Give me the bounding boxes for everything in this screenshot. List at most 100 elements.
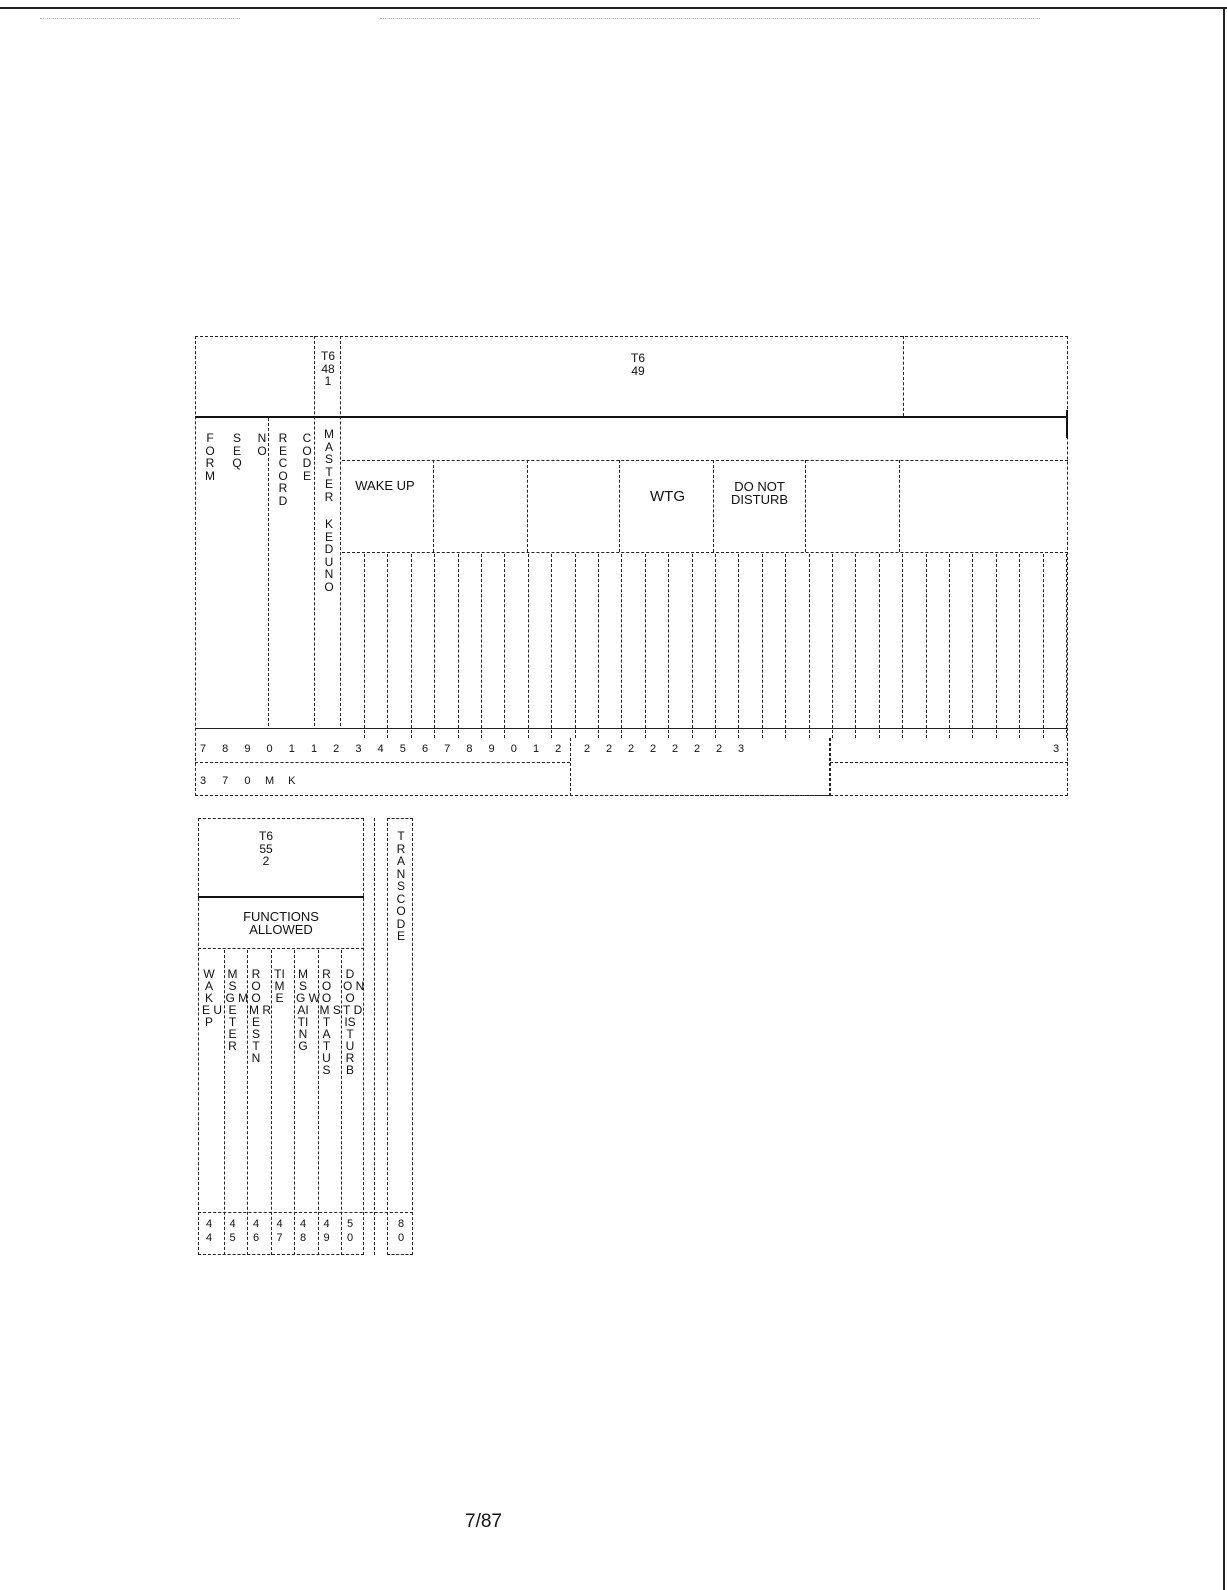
col-code: CODE bbox=[302, 431, 312, 483]
position-row-top bbox=[195, 728, 1068, 729]
divider bbox=[340, 336, 341, 726]
position-number: M bbox=[265, 775, 275, 787]
position-number: 4 bbox=[377, 743, 384, 755]
function-column-label: ROOM RESTN bbox=[249, 967, 271, 1065]
position-number: 9 bbox=[323, 1232, 330, 1244]
col-seq: SEQ bbox=[232, 431, 242, 470]
page-right-border bbox=[1223, 7, 1225, 1590]
function-column-label: MSG WAITING bbox=[296, 967, 320, 1053]
position-number: 8 bbox=[222, 743, 229, 755]
group-row-top bbox=[342, 460, 1068, 461]
field-divider bbox=[761, 554, 763, 738]
position-number: 6 bbox=[421, 743, 429, 755]
position-number: 9 bbox=[488, 743, 495, 755]
position-number: 3 bbox=[199, 775, 207, 787]
group-do-not-disturb: DO NOT DISTURB bbox=[730, 479, 789, 507]
divider bbox=[268, 418, 269, 726]
divider bbox=[433, 460, 434, 552]
scan-noise bbox=[380, 18, 1040, 20]
scan-noise bbox=[40, 18, 240, 20]
function-divider bbox=[294, 950, 295, 1255]
field-divider bbox=[644, 554, 646, 738]
field-divider bbox=[715, 554, 716, 738]
field-divider bbox=[972, 554, 974, 738]
position-number: 1 bbox=[532, 743, 540, 755]
position-number: 0 bbox=[244, 775, 251, 787]
position-number: 1 bbox=[310, 743, 318, 755]
field-divider bbox=[1066, 554, 1067, 738]
position-number: 4 bbox=[299, 1218, 307, 1230]
function-column-label: TIME bbox=[274, 967, 285, 1005]
position-number: 8 bbox=[466, 743, 473, 755]
position-number: 4 bbox=[323, 1218, 330, 1230]
position-number: 2 bbox=[555, 743, 562, 755]
group-wtg: WTG bbox=[650, 488, 685, 505]
function-divider bbox=[270, 950, 272, 1255]
divider bbox=[713, 460, 714, 552]
functions-row bbox=[198, 948, 364, 949]
field-divider bbox=[995, 554, 997, 738]
position-number: 4 bbox=[205, 1232, 213, 1244]
field-divider bbox=[621, 554, 623, 738]
divider bbox=[903, 336, 904, 416]
blank-position-box bbox=[830, 738, 1068, 796]
function-column-label: MSG METER bbox=[225, 967, 249, 1053]
position-number: 4 bbox=[229, 1218, 236, 1230]
col-no: NO bbox=[257, 431, 267, 458]
divider bbox=[314, 336, 315, 726]
functions-position-row bbox=[198, 1212, 413, 1213]
position-number: 2 bbox=[333, 743, 340, 755]
field-divider bbox=[551, 554, 553, 738]
field-divider bbox=[457, 554, 459, 738]
function-column-label: ROOM STATUS bbox=[319, 967, 341, 1077]
table-id-t649: T649 bbox=[631, 351, 646, 378]
position-number: 4 bbox=[205, 1218, 213, 1230]
position-number: 2 bbox=[583, 743, 591, 755]
function-divider bbox=[247, 950, 248, 1255]
field-divider bbox=[387, 554, 389, 738]
position-number: 5 bbox=[346, 1218, 354, 1230]
position-row-mid bbox=[195, 762, 570, 763]
field-divider bbox=[878, 554, 880, 738]
field-divider bbox=[902, 554, 904, 738]
position-number: 7 bbox=[444, 743, 451, 755]
position-number: 0 bbox=[346, 1232, 354, 1244]
group-wake-up: WAKE UP bbox=[355, 478, 415, 493]
position-number: 2 bbox=[715, 743, 723, 755]
position-number: 8 bbox=[299, 1232, 307, 1244]
table-id-t6552: T6552 bbox=[259, 829, 274, 868]
position-number: 2 bbox=[671, 743, 679, 755]
field-divider bbox=[504, 554, 506, 738]
divider bbox=[527, 460, 528, 552]
field-divider bbox=[527, 554, 529, 738]
functions-frame bbox=[198, 818, 364, 1255]
field-divider bbox=[1042, 554, 1044, 738]
divider bbox=[805, 460, 806, 552]
trans-code-label: TRANS CODE bbox=[396, 829, 406, 943]
position-number: 0 bbox=[510, 743, 517, 755]
position-number: 7 bbox=[276, 1232, 283, 1244]
position-number: 4 bbox=[252, 1218, 260, 1230]
field-divider bbox=[598, 554, 599, 738]
field-divider bbox=[574, 554, 576, 738]
group-row-bottom bbox=[342, 552, 1068, 553]
position-number: K bbox=[288, 775, 296, 787]
page-top-border bbox=[0, 7, 1227, 9]
header-end-mark bbox=[1066, 410, 1068, 438]
position-number: 8 bbox=[397, 1218, 405, 1230]
position-number: 0 bbox=[266, 743, 273, 755]
divider bbox=[619, 460, 620, 552]
col-master: MASTER bbox=[324, 427, 334, 504]
position-number: 1 bbox=[288, 743, 295, 755]
table-id-t6481: T6481 bbox=[321, 349, 336, 388]
field-divider bbox=[1019, 554, 1021, 738]
position-number: 2 bbox=[649, 743, 657, 755]
field-divider bbox=[738, 554, 740, 738]
field-divider bbox=[949, 554, 950, 738]
end-position: 3 bbox=[1052, 743, 1060, 755]
field-divider bbox=[668, 554, 670, 738]
field-divider bbox=[808, 554, 810, 738]
function-column-label: WAKE UP bbox=[202, 967, 223, 1029]
position-number: 4 bbox=[276, 1218, 283, 1230]
col-kedu-no: KEDU NO bbox=[324, 517, 334, 594]
